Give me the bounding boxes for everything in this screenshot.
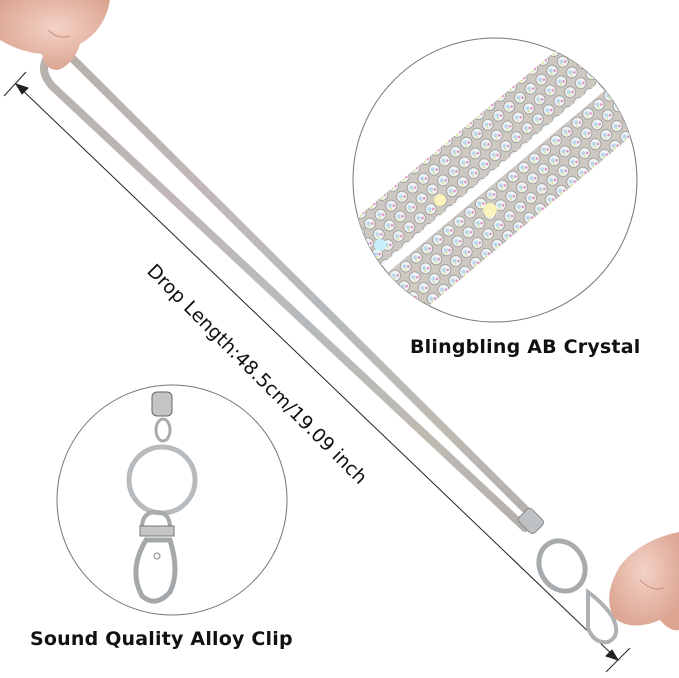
dimension-line bbox=[3, 71, 631, 673]
hand-top bbox=[0, 0, 110, 70]
crystal-caption: Blingbling AB Crystal bbox=[410, 336, 641, 358]
clip-caption: Sound Quality Alloy Clip bbox=[30, 628, 293, 650]
lanyard-hardware bbox=[518, 508, 619, 645]
clip-closeup bbox=[56, 384, 288, 616]
hand-bottom bbox=[609, 532, 679, 631]
crystal-closeup bbox=[352, 37, 638, 323]
